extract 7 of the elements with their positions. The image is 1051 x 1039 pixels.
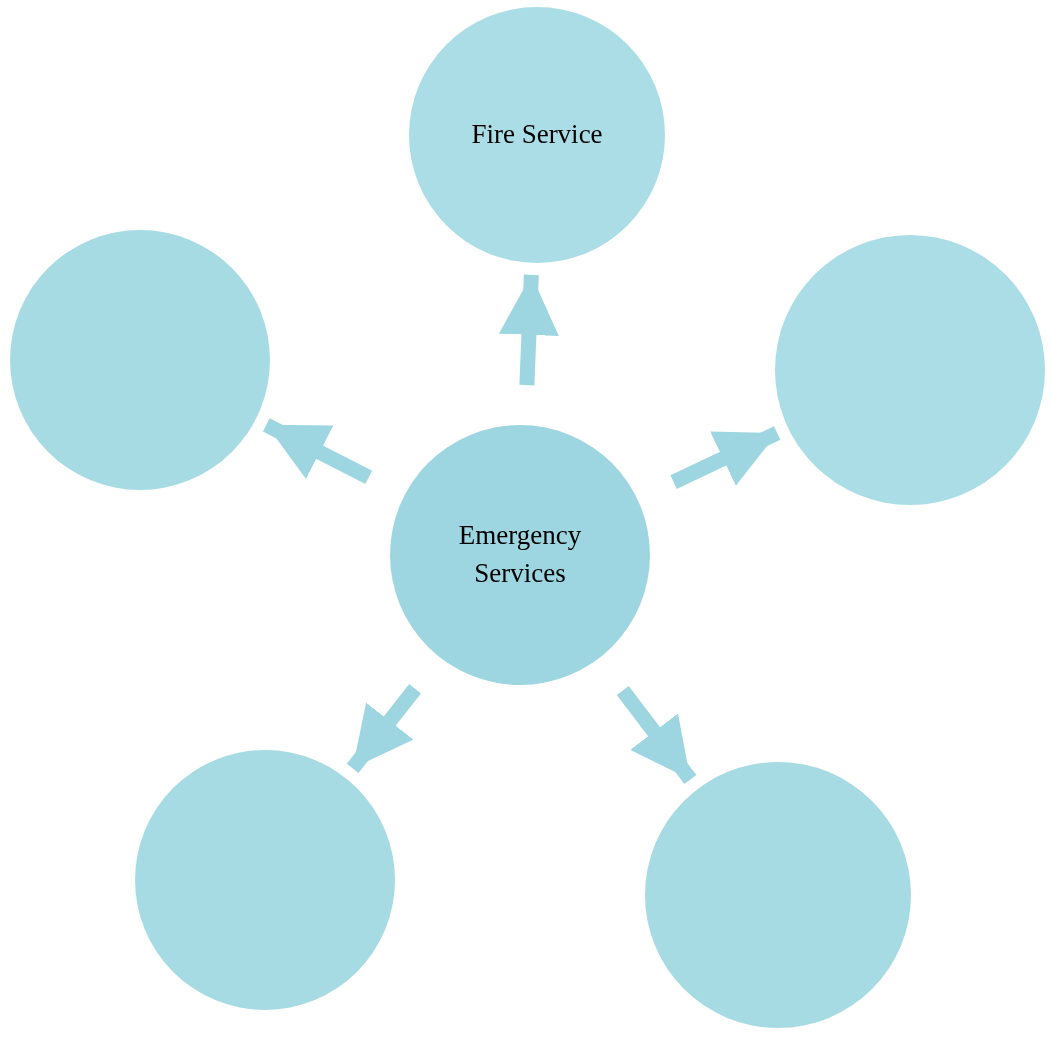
node-label: Fire Service — [470, 118, 604, 152]
node-label: Emergency Services — [457, 519, 583, 590]
arrow — [498, 274, 559, 386]
arrow — [616, 685, 697, 785]
arrow — [346, 684, 421, 773]
arrow — [670, 426, 781, 489]
arrow — [262, 418, 373, 485]
